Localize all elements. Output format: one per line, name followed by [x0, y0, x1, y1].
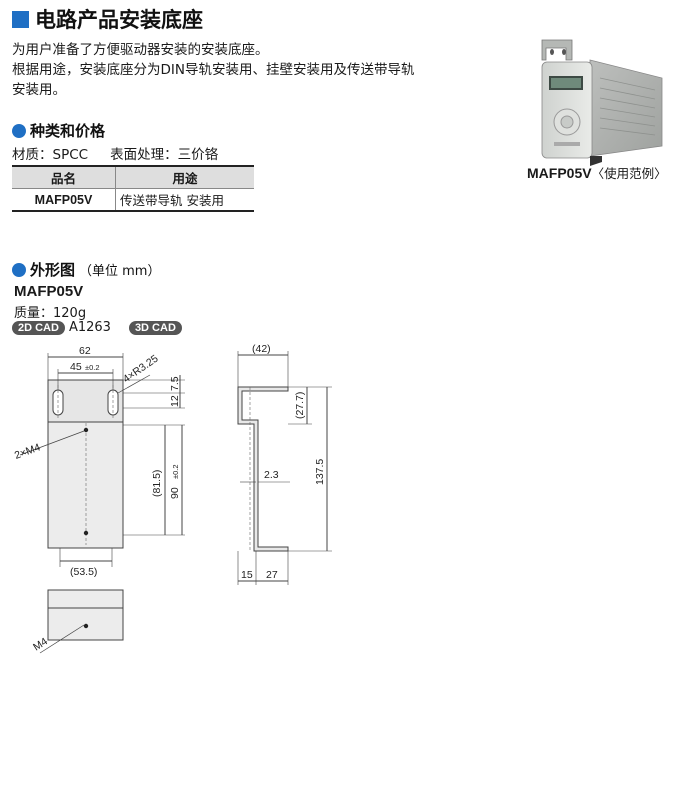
- dims-unit: （单位 mm）: [79, 264, 161, 279]
- header-model: 品名: [12, 165, 116, 189]
- dim-7-5: 7.5: [169, 376, 181, 391]
- product-photo: [541, 39, 663, 166]
- mass-text: 质量：120g: [14, 306, 87, 321]
- cad-2d-code: A1263: [68, 320, 111, 335]
- dim-53-5: (53.5): [70, 566, 97, 578]
- material-text: 材质：SPCC: [12, 147, 89, 163]
- dim-90-tol: ±0.2: [171, 464, 180, 479]
- dim-12: 12: [169, 395, 181, 407]
- cad-row: 2D CAD A1263 3D CAD: [12, 320, 182, 335]
- dim-45-tol: ±0.2: [85, 363, 100, 372]
- dim-81-5: (81.5): [151, 470, 163, 497]
- product-table: 品名 用途 MAFP05V 传送带导轨 安装用: [12, 165, 254, 212]
- photo-caption: MAFP05V〈使用范例〉: [527, 163, 667, 182]
- dim-15: 15: [241, 569, 253, 581]
- dim-27-7: (27.7): [294, 392, 306, 419]
- header-use: 用途: [115, 165, 254, 189]
- intro-line-2: 根据用途，安装底座分为DIN导轨安装用、挂壁安装用及传送带导轨: [12, 62, 415, 78]
- dimension-drawing: 62 45 ±0.2 4×R3.25 7.5 12 2×M4 (81.5) 90…: [13, 343, 332, 654]
- caption-model: MAFP05V: [527, 165, 592, 181]
- dim-42: (42): [252, 343, 271, 355]
- table-header-row: 品名 用途: [12, 165, 254, 189]
- dim-27: 27: [266, 569, 278, 581]
- material-line: 材质：SPCC 表面处理：三价铬: [12, 143, 240, 163]
- dim-62: 62: [79, 345, 91, 357]
- cad-2d-button[interactable]: 2D CAD: [12, 320, 65, 335]
- cell-model: MAFP05V: [12, 188, 116, 212]
- dim-2xm4: 2×M4: [13, 441, 42, 461]
- bullet-dot-icon: [12, 262, 26, 277]
- intro-text: 为用户准备了方便驱动器安装的安装底座。 根据用途，安装底座分为DIN导轨安装用、…: [12, 40, 482, 100]
- drawing-model: MAFP05V: [14, 283, 84, 300]
- types-heading-text: 种类和价格: [30, 122, 106, 140]
- dim-90: 90: [169, 487, 181, 499]
- caption-note: 〈使用范例〉: [591, 166, 667, 181]
- dim-45: 45: [70, 361, 82, 373]
- intro-line-1: 为用户准备了方便驱动器安装的安装底座。: [12, 42, 269, 58]
- dims-heading-text: 外形图: [30, 261, 76, 279]
- table-row: MAFP05V 传送带导轨 安装用: [12, 188, 254, 212]
- intro-line-3: 安装用。: [12, 82, 66, 98]
- dim-137-5: 137.5: [314, 459, 326, 485]
- page-title: 电路产品安装底座: [12, 4, 203, 34]
- dim-2-3: 2.3: [264, 469, 279, 481]
- page-title-text: 电路产品安装底座: [35, 8, 203, 32]
- dim-m4: M4: [31, 635, 50, 653]
- cad-3d-button[interactable]: 3D CAD: [128, 320, 182, 335]
- surface-text: 表面处理：三价铬: [110, 147, 219, 163]
- types-heading: 种类和价格: [12, 120, 105, 141]
- bullet-dot-icon: [12, 123, 26, 138]
- dims-heading: 外形图 （单位 mm）: [12, 259, 160, 280]
- title-square-icon: [12, 10, 29, 28]
- cell-use: 传送带导轨 安装用: [115, 188, 254, 212]
